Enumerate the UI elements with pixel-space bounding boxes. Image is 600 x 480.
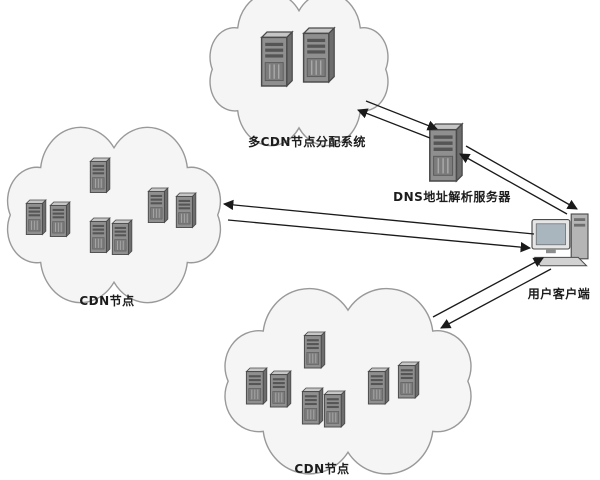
- server-icon: [303, 331, 326, 369]
- label-cdn-node-bottom: CDN节点: [294, 462, 350, 476]
- label-dns-server: DNS地址解析服务器: [393, 190, 511, 204]
- server-icon: [147, 187, 169, 224]
- arrow-client-to-cdn-bottom: [440, 268, 552, 329]
- label-user-client: 用户客户端: [527, 287, 591, 301]
- arrow-cloud-to-dns: [365, 100, 438, 131]
- server-icon: [25, 199, 47, 236]
- server-icon: [397, 361, 420, 399]
- dns-server-node: [428, 123, 464, 182]
- server-icon: [367, 367, 390, 405]
- arrow-dns-to-cloud: [357, 108, 431, 139]
- server-icon: [269, 370, 292, 408]
- cdn-node-left: [6, 126, 222, 304]
- server-icon: [89, 157, 111, 194]
- label-multi-cdn-system: 多CDN节点分配系统: [248, 135, 366, 149]
- multi-cdn-system-node: [209, 0, 389, 147]
- cloud-shape: [209, 0, 389, 147]
- server-icon: [89, 217, 111, 254]
- arrow-client-to-dns: [459, 153, 568, 215]
- server-icon: [323, 390, 346, 428]
- arrow-client-to-cdn-left: [222, 199, 535, 235]
- arrow-cdn-bottom-to-client: [432, 257, 544, 318]
- arrow-dns-to-client: [465, 145, 578, 210]
- server-icon: [260, 31, 294, 87]
- arrow-cdn-left-to-client: [227, 219, 532, 253]
- server-icon: [301, 387, 324, 425]
- user-client-node: [531, 213, 589, 267]
- server-icon: [302, 27, 336, 83]
- edges: [222, 100, 578, 329]
- desktop-computer-icon: [531, 213, 589, 267]
- server-icon: [428, 123, 464, 182]
- server-icon: [175, 192, 197, 229]
- label-cdn-node-left: CDN节点: [79, 294, 135, 308]
- server-icon: [49, 201, 71, 238]
- server-icon: [245, 367, 268, 405]
- server-icon: [111, 219, 133, 256]
